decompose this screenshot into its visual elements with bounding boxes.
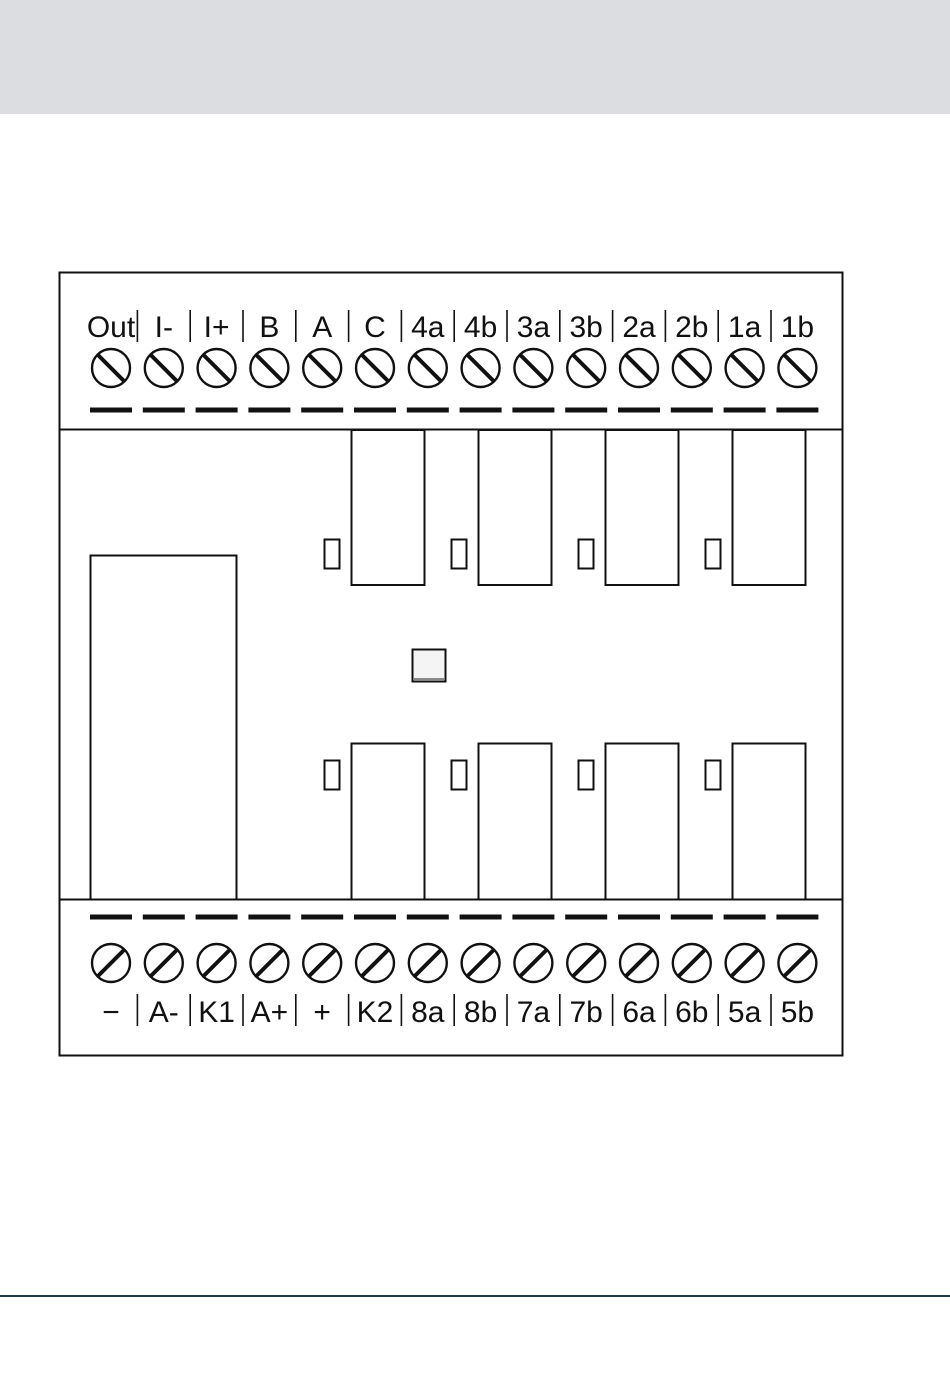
top-terminal-label: 1b xyxy=(781,311,814,344)
transformer-block xyxy=(91,556,237,900)
top-terminal-label: 4a xyxy=(411,311,445,344)
top-terminal-label: 3a xyxy=(517,311,551,344)
top-terminal-label: I+ xyxy=(204,311,230,344)
top-terminal-label: I- xyxy=(155,311,173,344)
bottom-terminal-label: K2 xyxy=(357,996,394,1029)
screw-slash-icon[interactable] xyxy=(198,944,236,982)
bottom-terminal-label: A- xyxy=(149,996,179,1029)
top-terminal-label: Out xyxy=(87,311,136,344)
screw-backslash-icon[interactable] xyxy=(250,349,288,387)
bottom-terminal-label: A+ xyxy=(251,996,289,1029)
relay-indicator-bottom xyxy=(579,761,594,790)
relay-top xyxy=(733,430,806,585)
screw-backslash-icon[interactable] xyxy=(726,349,764,387)
relay-top xyxy=(606,430,679,585)
relay-indicator-bottom xyxy=(706,761,721,790)
top-terminal-label: A xyxy=(312,311,332,344)
screw-backslash-icon[interactable] xyxy=(92,349,130,387)
relay-indicator-top xyxy=(706,540,721,569)
relay-bottom xyxy=(479,744,552,900)
screw-slash-icon[interactable] xyxy=(92,944,130,982)
top-terminal-label: 2a xyxy=(622,311,656,344)
bottom-terminal-block: −A- K1 A+ + K2 8a 8b 7a 7b 6a 6b 5a 5b xyxy=(90,917,818,1029)
screw-slash-icon[interactable] xyxy=(409,944,447,982)
relay-indicator-bottom xyxy=(325,761,340,790)
relay-top xyxy=(352,430,425,585)
screw-slash-icon[interactable] xyxy=(303,944,341,982)
device-housing xyxy=(60,273,843,1056)
screw-backslash-icon[interactable] xyxy=(198,349,236,387)
bottom-terminal-label: 6a xyxy=(622,996,656,1029)
relay-indicator-top xyxy=(325,540,340,569)
top-terminal-label: 2b xyxy=(675,311,708,344)
relay-bottom xyxy=(352,744,425,900)
top-terminal-label: 4b xyxy=(464,311,497,344)
screw-backslash-icon[interactable] xyxy=(620,349,658,387)
footer-rule xyxy=(0,1295,950,1297)
relay-top xyxy=(479,430,552,585)
screw-slash-icon[interactable] xyxy=(726,944,764,982)
screw-backslash-icon[interactable] xyxy=(778,349,816,387)
screw-backslash-icon[interactable] xyxy=(673,349,711,387)
bottom-terminal-label: 5a xyxy=(728,996,762,1029)
screw-backslash-icon[interactable] xyxy=(303,349,341,387)
screw-slash-icon[interactable] xyxy=(620,944,658,982)
relay-bottom xyxy=(606,744,679,900)
screw-backslash-icon[interactable] xyxy=(567,349,605,387)
bottom-terminal-label: + xyxy=(313,996,331,1029)
screw-slash-icon[interactable] xyxy=(514,944,552,982)
bottom-terminal-label: 8b xyxy=(464,996,497,1029)
screw-backslash-icon[interactable] xyxy=(145,349,183,387)
screw-slash-icon[interactable] xyxy=(250,944,288,982)
screw-slash-icon[interactable] xyxy=(462,944,500,982)
screw-backslash-icon[interactable] xyxy=(409,349,447,387)
screw-slash-icon[interactable] xyxy=(356,944,394,982)
bottom-terminal-label: 7a xyxy=(517,996,551,1029)
bottom-terminal-label: 6b xyxy=(675,996,708,1029)
screw-backslash-icon[interactable] xyxy=(462,349,500,387)
screw-slash-icon[interactable] xyxy=(145,944,183,982)
bottom-terminal-label: 5b xyxy=(781,996,814,1029)
top-terminal-label: 3b xyxy=(570,311,603,344)
relay-indicator-top xyxy=(452,540,467,569)
bottom-terminal-label: − xyxy=(102,996,120,1029)
relay-bottom xyxy=(733,744,806,900)
screw-backslash-icon[interactable] xyxy=(356,349,394,387)
screw-slash-icon[interactable] xyxy=(567,944,605,982)
top-terminal-label: C xyxy=(364,311,386,344)
screw-slash-icon[interactable] xyxy=(673,944,711,982)
bottom-terminal-label: 7b xyxy=(570,996,603,1029)
top-terminal-label: 1a xyxy=(728,311,762,344)
top-terminal-label: B xyxy=(259,311,279,344)
bottom-terminal-label: K1 xyxy=(198,996,235,1029)
screw-slash-icon[interactable] xyxy=(778,944,816,982)
screw-backslash-icon[interactable] xyxy=(514,349,552,387)
relay-group xyxy=(325,430,806,900)
relay-indicator-top xyxy=(579,540,594,569)
relay-indicator-bottom xyxy=(452,761,467,790)
status-led xyxy=(413,650,446,682)
bottom-terminal-label: 8a xyxy=(411,996,445,1029)
